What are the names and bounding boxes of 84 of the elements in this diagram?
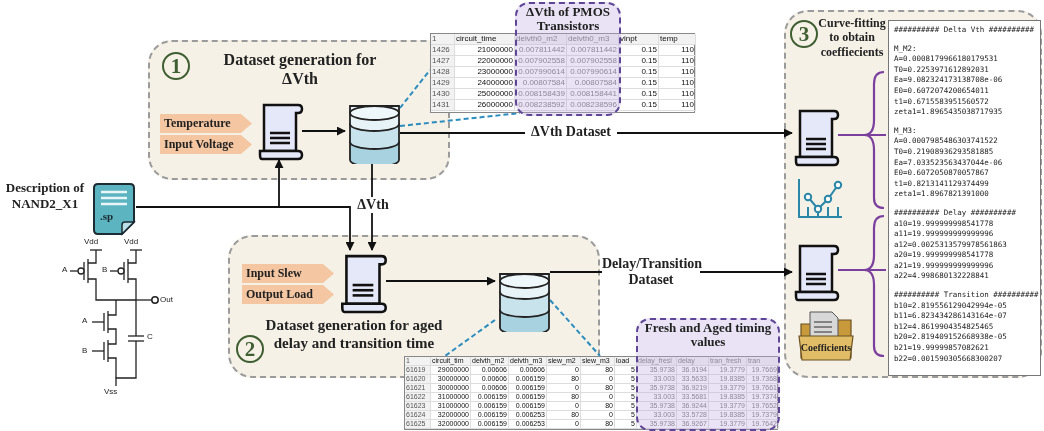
dashed-guide-line (444, 319, 496, 357)
table-cell: 0.008158439 (515, 89, 567, 100)
table-cell: 0.008158441 (567, 89, 619, 100)
highlight-overlay (515, 2, 621, 116)
arrow (385, 276, 496, 286)
column-header-cell: delvth0_m2 (515, 34, 567, 45)
table-cell: 0.007990614 (515, 67, 567, 78)
arrow (301, 126, 346, 136)
table-cell: 0.007811442 (567, 45, 619, 56)
script-document-icon (340, 252, 388, 314)
input-tag: Input Voltage (160, 135, 252, 154)
table-cell: 0.15 (619, 45, 659, 56)
file-extension-label: .sp (100, 210, 114, 222)
table-cell: 0.15 (619, 78, 659, 89)
file-caption: Description of NAND2_X1 (4, 180, 86, 212)
table-cell: 110 (659, 45, 696, 56)
dashed-guide-line (399, 112, 521, 127)
table-cell: 24000000 (455, 78, 515, 89)
pin-label: B (102, 265, 108, 274)
dashed-guide-line (399, 69, 431, 109)
table-cell: 26000000 (455, 100, 515, 111)
pin-label: Vdd (124, 237, 139, 246)
connector-line (837, 269, 887, 271)
table-cell: 0.007902558 (567, 56, 619, 67)
table-cell: 0.007902558 (515, 56, 567, 67)
row-number-cell: 1431 (431, 100, 455, 111)
callout-title: Fresh and Aged timing values (643, 321, 773, 350)
pin-label: C (147, 332, 153, 341)
table-cell: 21000000 (455, 45, 515, 56)
column-header-cell: vinpt (619, 34, 659, 45)
panel-title: Curve-fitting to obtain coeffiecients (817, 16, 887, 60)
table-cell: 110 (659, 100, 696, 111)
table-cell: 0.15 (619, 56, 659, 67)
connector-line (837, 134, 887, 136)
stage-panel (148, 40, 450, 180)
column-header-cell: delvth0_m3 (567, 34, 619, 45)
table-cell: 0.007811442 (515, 45, 567, 56)
step-number-badge: 1 (162, 52, 190, 80)
table-cell: 110 (659, 78, 696, 89)
row-number-cell: 1 (431, 34, 455, 45)
table-cell: 0.00807584 (515, 78, 567, 89)
pin-label: A (62, 265, 68, 274)
table-cell: 110 (659, 67, 696, 78)
input-tag: Output Load (242, 285, 334, 304)
table-cell: 0.15 (619, 67, 659, 78)
input-tag: Temperature (160, 114, 252, 133)
pin-label: Vdd (84, 237, 99, 246)
table-cell: 0.008238596 (567, 100, 619, 111)
folder-label: Coefficients (799, 342, 853, 353)
table-cell: 0.008238592 (515, 100, 567, 111)
database-cylinder (347, 102, 402, 164)
table-cell: 0.15 (619, 89, 659, 100)
table-cell: 23000000 (455, 67, 515, 78)
step-number-badge: 2 (236, 335, 264, 363)
spreadsheet-table (404, 356, 778, 430)
edge-label: ΔVth (354, 197, 392, 214)
pin-label: Out (160, 295, 173, 304)
panel-title: Dataset generation for aged delay and transition time (264, 316, 444, 352)
code-listing-panel (888, 20, 1041, 376)
table-cell: 25000000 (455, 89, 515, 100)
table-cell: 0.007990614 (567, 67, 619, 78)
script-document-icon (794, 242, 840, 302)
table-cell: 0.00807584 (567, 78, 619, 89)
script-document-icon (794, 107, 840, 167)
spreadsheet-table (430, 33, 695, 113)
stage-panel (784, 10, 1042, 378)
table-cell: 22000000 (455, 56, 515, 67)
highlight-overlay (636, 318, 780, 431)
pin-label: A (82, 316, 88, 325)
pin-label: Vss (104, 387, 118, 396)
input-tag: Input Slew (242, 264, 334, 283)
line-chart-icon (796, 177, 844, 219)
column-header-cell: temp (659, 34, 696, 45)
table-cell: 0.15 (619, 100, 659, 111)
column-header-cell: circuit_time (455, 34, 515, 45)
panel-title: Dataset generation for ΔVth (222, 50, 378, 89)
callout-title: ΔVth of PMOS Transistors (525, 5, 611, 34)
step-number-badge: 3 (790, 20, 818, 48)
table-cell: 110 (659, 56, 696, 67)
row-number-cell: 1427 (431, 56, 455, 67)
table-cell: 110 (659, 89, 696, 100)
database-cylinder (497, 270, 552, 332)
arrow (135, 206, 355, 251)
pin-label: B (82, 346, 88, 355)
